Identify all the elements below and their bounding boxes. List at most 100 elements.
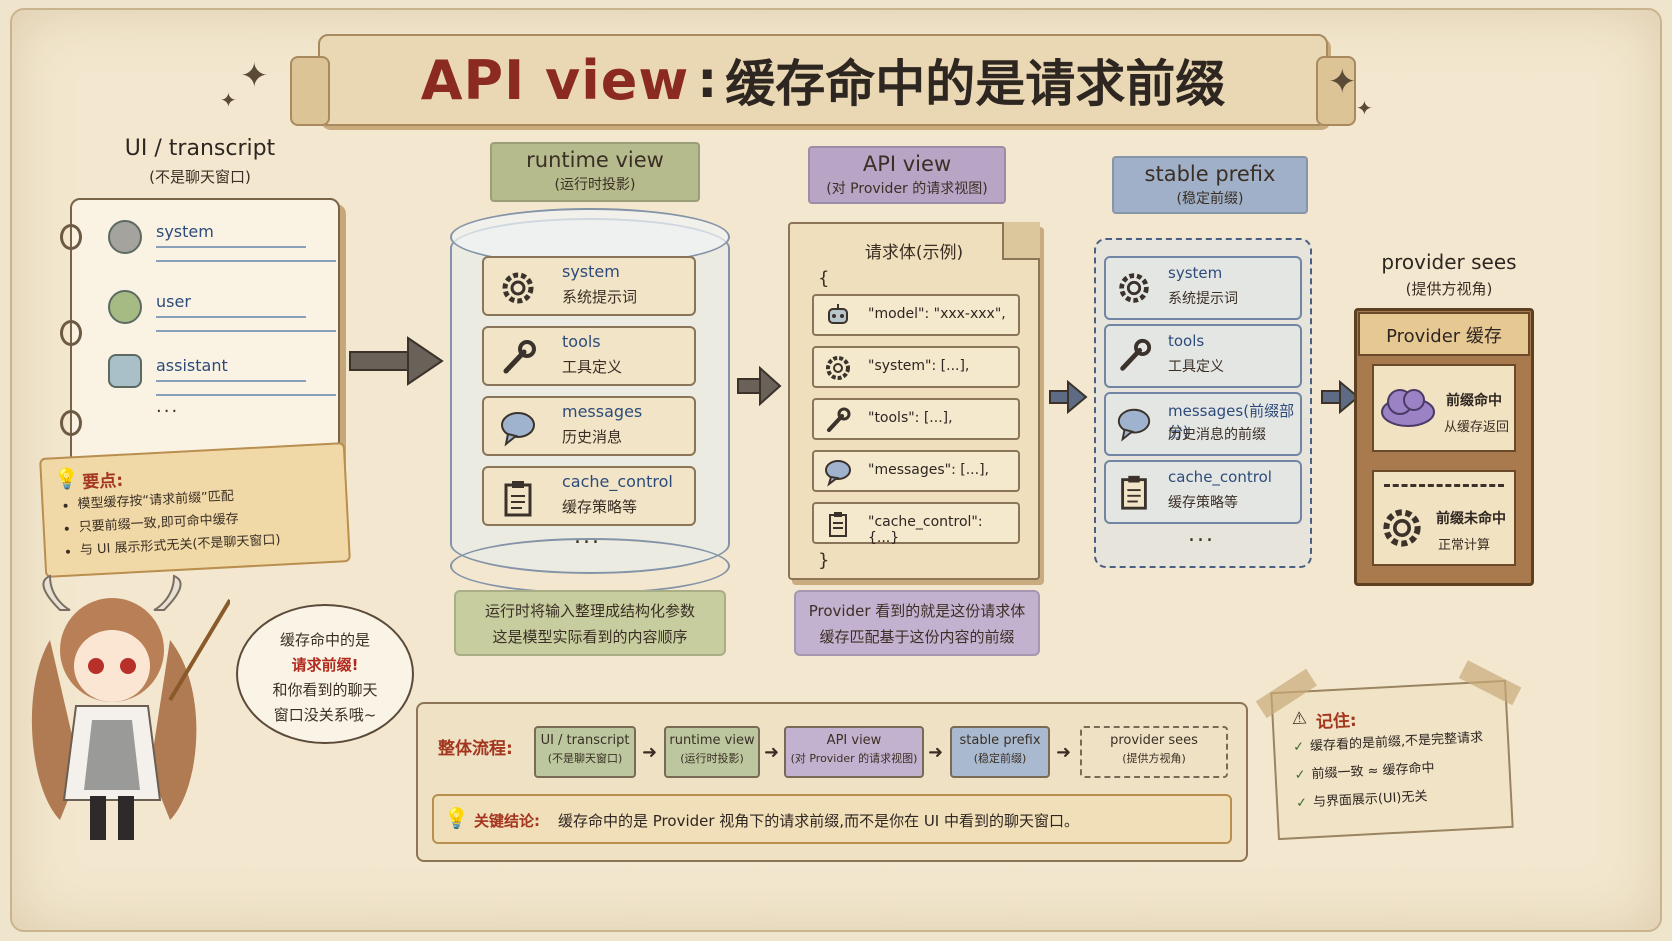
item-key: messages [562, 402, 643, 421]
request-field-system: "system": [...], [812, 346, 1020, 388]
binder-ring [60, 320, 82, 346]
request-field-cache-control: "cache_control": {...} [812, 502, 1020, 546]
sparkle-icon: ✦ [220, 88, 237, 112]
banner-curl-left [290, 56, 330, 126]
bubble-line: 缓存命中的是 [279, 631, 370, 649]
prefix-item-tools: tools 工具定义 [1104, 324, 1302, 388]
arrow-right-icon: ➜ [928, 742, 944, 763]
request-field-messages: "messages": [...], [812, 450, 1020, 492]
robot-icon [108, 354, 142, 388]
flow-node-runtime: runtime view (运行时投影) [664, 726, 760, 778]
item-key: messages(前缀部分) [1168, 400, 1300, 442]
caption-line: 缓存匹配基于这份内容的前缀 [819, 628, 1015, 646]
flow-label: 整体流程: [438, 739, 513, 759]
item-value: 缓存策略等 [562, 498, 638, 516]
request-field-text: "messages": [...], [868, 462, 989, 478]
ellipsis: ... [156, 396, 180, 417]
wrench-icon [1114, 336, 1154, 376]
lightbulb-icon: 💡 [444, 806, 469, 830]
item-key: tools [1168, 332, 1205, 350]
flow-node-subtitle: (稳定前缀) [973, 752, 1027, 765]
api-view-tag: API view (对 Provider 的请求视图) [808, 146, 1006, 204]
request-body-document: 请求体(示例) { "model": "xxx-xxx", "system": … [788, 222, 1040, 580]
runtime-item-tools: tools 工具定义 [482, 326, 696, 386]
gear-icon [1114, 268, 1154, 308]
flow-node-title: provider sees [1110, 733, 1198, 748]
item-value: 缓存策略等 [1168, 495, 1238, 511]
binder-ring [60, 224, 82, 250]
ui-title: UI / transcript [124, 136, 276, 161]
check-icon: ✓ [1295, 795, 1308, 812]
provider-cache-sign: Provider 缓存 [1358, 312, 1530, 356]
request-field-text: "model": "xxx-xxx", [868, 306, 1006, 322]
cache-hit-title: 前缀命中 [1446, 393, 1502, 409]
text-line [156, 260, 336, 262]
key-conclusion: 💡 关键结论: 缓存命中的是 Provider 视角下的请求前缀,而不是你在 U… [432, 794, 1232, 844]
api-caption: Provider 看到的就是这份请求体 缓存匹配基于这份内容的前缀 [794, 590, 1040, 656]
remember-item-text: 与界面展示(UI)无关 [1312, 789, 1428, 811]
text-line [156, 380, 306, 382]
lightbulb-icon: 💡 [53, 466, 80, 492]
item-value: 历史消息 [562, 428, 623, 446]
flow-node-prefix: stable prefix (稳定前缀) [950, 726, 1050, 778]
close-brace: } [818, 550, 830, 571]
check-icon: ✓ [1294, 767, 1306, 784]
title-colon: : [697, 51, 718, 109]
flow-node-ui: UI / transcript (不是聊天窗口) [534, 726, 636, 778]
text-line [156, 394, 336, 396]
sparkle-icon: ✦ [1356, 96, 1373, 120]
flow-node-api: API view (对 Provider 的请求视图) [784, 726, 924, 778]
flow-node-provider: provider sees (提供方视角) [1080, 726, 1228, 778]
remember-note: ⚠ 记住: ✓缓存看的是前缀,不是完整请求 ✓前缀一致 ≈ 缓存命中 ✓与界面展… [1255, 660, 1522, 841]
item-value: 工具定义 [1168, 359, 1224, 375]
clipboard-icon [496, 476, 540, 520]
page-fold [1002, 222, 1040, 260]
request-field-text: "system": [...], [868, 358, 970, 374]
text-line [156, 330, 336, 332]
item-key: tools [562, 332, 601, 351]
ellipsis: ... [574, 524, 601, 549]
sparkle-icon: ✦ [1328, 62, 1357, 102]
transcript-notebook: system user assistant ... [60, 198, 340, 470]
runtime-subtitle: (运行时投影) [554, 177, 636, 193]
flow-node-title: stable prefix [959, 733, 1041, 748]
open-brace: { [818, 268, 830, 289]
person-icon [108, 220, 142, 254]
bubble-highlight: 请求前缀! [291, 656, 359, 674]
prefix-item-messages: messages(前缀部分) 历史消息的前缀 [1104, 392, 1302, 456]
title-api: API view [420, 48, 690, 112]
mascot-girl-illustration [31, 574, 230, 840]
text-line [156, 246, 306, 248]
caption-line: Provider 看到的就是这份请求体 [808, 602, 1026, 620]
api-subtitle: (对 Provider 的请求视图) [826, 181, 988, 197]
cache-miss-title: 前缀未命中 [1436, 511, 1506, 527]
flow-node-title: API view [826, 733, 882, 748]
clipboard-icon [822, 508, 854, 540]
gear-icon [496, 266, 540, 310]
api-title: API view [862, 152, 952, 176]
item-value: 系统提示词 [1168, 291, 1238, 307]
flow-node-subtitle: (运行时投影) [680, 752, 744, 765]
request-field-tools: "tools": [...], [812, 398, 1020, 440]
warning-icon: ⚠ [1291, 708, 1308, 730]
gear-icon [822, 352, 854, 384]
request-field-model: "model": "xxx-xxx", [812, 294, 1020, 336]
item-key-text: messages [1168, 402, 1244, 420]
person-icon [108, 290, 142, 324]
dashed-divider [1384, 484, 1504, 487]
prefix-item-cache-control: cache_control 缓存策略等 [1104, 460, 1302, 524]
title-text: 缓存命中的是请求前缀 [725, 55, 1226, 113]
runtime-title: runtime view [526, 148, 664, 172]
banner-curl-right [1316, 56, 1356, 126]
transcript-label: user [156, 292, 191, 311]
provider-subtitle: (提供方视角) [1405, 280, 1493, 298]
arrow-right-icon: ➜ [764, 742, 780, 763]
item-key: cache_control [1168, 468, 1272, 486]
request-field-text: "cache_control": {...} [868, 514, 983, 546]
request-body-title: 请求体(示例) [864, 243, 964, 263]
item-key: cache_control [562, 472, 673, 491]
tip-card: 💡 要点: 模型缓存按“请求前缀”匹配 只要前缀一致,即可命中缓存 与 UI 展… [39, 442, 351, 578]
wrench-icon [822, 404, 854, 436]
arrow-right-icon [1049, 380, 1088, 414]
remember-item-text: 前缀一致 ≈ 缓存命中 [1311, 760, 1435, 783]
